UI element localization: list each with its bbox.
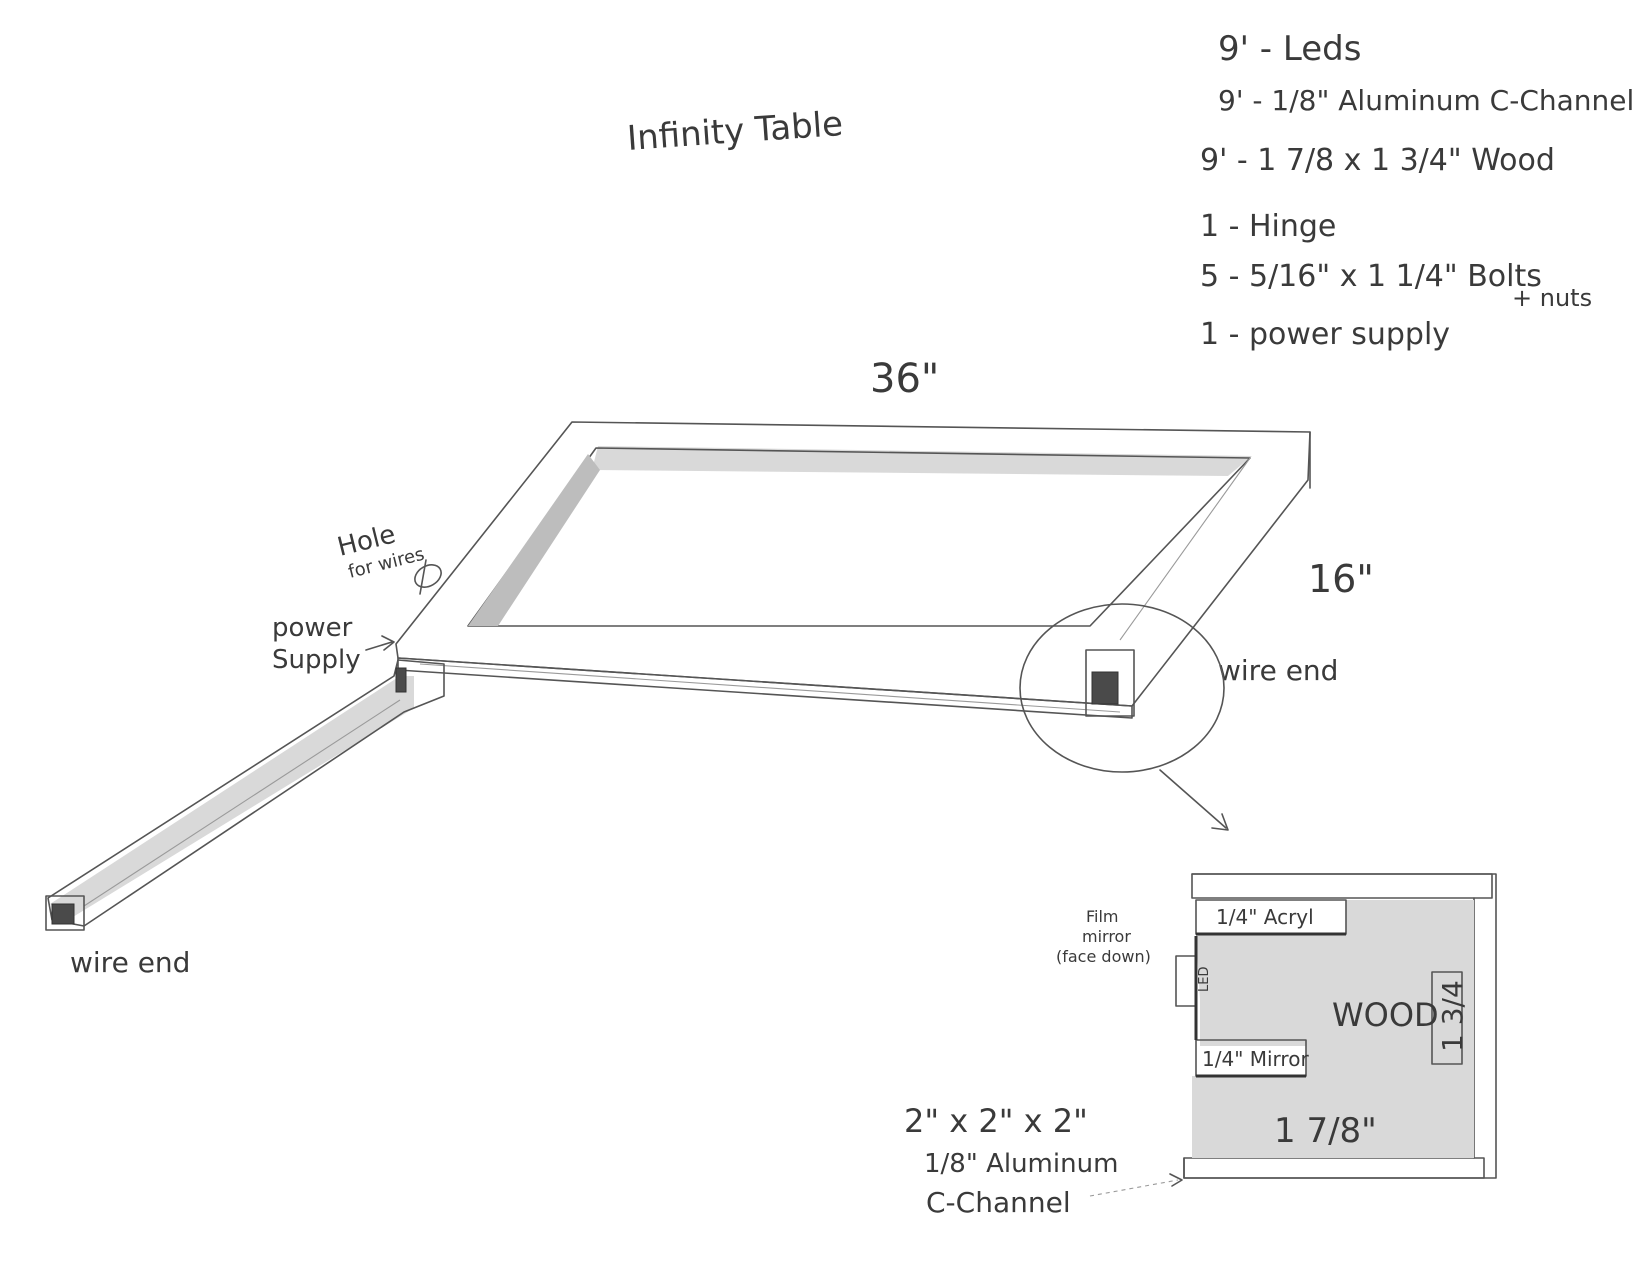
material-item: 1 - Hinge xyxy=(1200,209,1336,244)
detail-callout-arrowhead xyxy=(1211,813,1229,831)
wire-end-right-label: wire end xyxy=(1218,654,1338,687)
channel-type-label: C-Channel xyxy=(926,1186,1071,1219)
power-supply-label-2: Supply xyxy=(272,645,361,675)
material-item: 9' - 1 7/8 x 1 3/4" Wood xyxy=(1200,143,1555,178)
height-dimension-label: 1 3/4 xyxy=(1436,980,1469,1052)
film-mirror-label: Film xyxy=(1086,907,1119,926)
front-rail xyxy=(397,657,1133,719)
leg-edge xyxy=(83,699,401,907)
channel-size-label: 2" x 2" x 2" xyxy=(904,1102,1088,1140)
right-wire-end-port xyxy=(1091,671,1119,705)
left-wire-end-port xyxy=(51,903,75,925)
mirror-label: 1/4" Mirror xyxy=(1202,1047,1309,1071)
height-bracket xyxy=(1431,971,1463,1065)
power-supply-arrow xyxy=(365,641,393,651)
back-rail-top xyxy=(592,446,1252,476)
material-item: 5 - 5/16" x 1 1/4" Bolts xyxy=(1200,259,1542,294)
led-strip xyxy=(1175,955,1197,1007)
hole-circle xyxy=(414,564,442,588)
material-item: + nuts xyxy=(1512,284,1592,312)
table-frame xyxy=(395,421,1311,719)
wood-block xyxy=(1192,900,1474,1158)
power-supply-label: power xyxy=(272,613,353,643)
hinged-leg xyxy=(45,659,445,931)
left-rail-shade xyxy=(468,454,600,626)
sketch-title: Infinity Table xyxy=(626,104,844,159)
detail-callout-circle xyxy=(1019,603,1225,773)
channel-material-label: 1/8" Aluminum xyxy=(924,1149,1118,1179)
led-label: LED xyxy=(1197,967,1212,992)
hole-pointer xyxy=(419,559,427,595)
c-channel-top-lip xyxy=(1191,873,1493,899)
width-dimension-detail-label: 1 7/8" xyxy=(1274,1111,1377,1151)
wood-label: WOOD xyxy=(1332,996,1439,1034)
length-dimension-label: 36" xyxy=(870,356,939,402)
film-mirror-label-3: (face down) xyxy=(1056,947,1151,966)
power-supply-arrowhead xyxy=(381,635,395,651)
detail-callout-arrow xyxy=(1159,769,1227,829)
acrylic-label: 1/4" Acryl xyxy=(1216,905,1314,929)
wire-end-left-label: wire end xyxy=(70,946,190,979)
channel-pointer-arrowhead xyxy=(1169,1173,1183,1187)
cross-section-detail xyxy=(1175,873,1497,1179)
hinge-block xyxy=(395,667,407,693)
film-mirror-label-2: mirror xyxy=(1082,927,1131,946)
width-dimension-label: 16" xyxy=(1308,557,1374,601)
material-item: 9' - Leds xyxy=(1218,29,1361,69)
right-wire-end-block xyxy=(1085,649,1135,717)
c-channel-bottom-lip xyxy=(1183,1157,1485,1179)
front-rail-line xyxy=(419,663,1121,713)
materials-list: 9' - Leds 9' - 1/8" Aluminum C-Channel 9… xyxy=(1200,29,1632,352)
channel-pointer xyxy=(1089,1179,1179,1197)
material-item: 1 - power supply xyxy=(1200,317,1450,352)
material-item: 9' - 1/8" Aluminum C-Channel xyxy=(1218,84,1632,117)
right-rail-inner xyxy=(1119,457,1251,641)
leg-body xyxy=(50,676,414,920)
left-wire-end-block xyxy=(45,895,85,931)
